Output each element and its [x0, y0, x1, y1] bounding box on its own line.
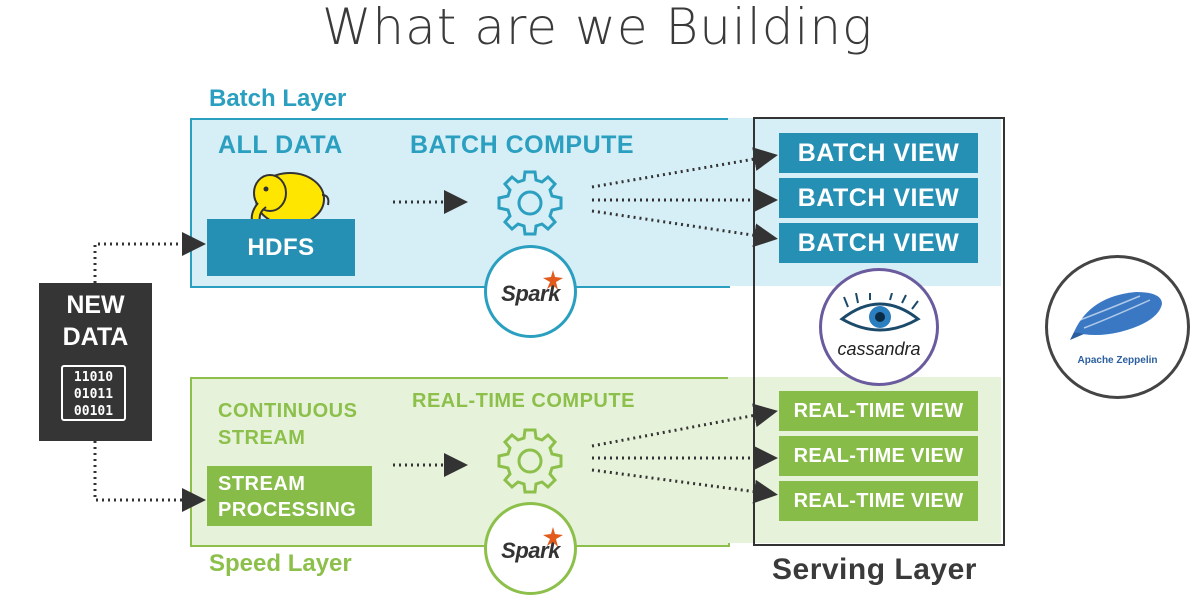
new-data-line2: DATA [62, 323, 129, 351]
zeppelin-airship-icon [1070, 292, 1162, 340]
realtime-gear-icon [497, 428, 563, 494]
new-data-box: NEW DATA 11010 01011 00101 [39, 283, 152, 441]
batch-compute-to-view3-arrow [591, 209, 778, 248]
cassandra-logo: cassandra [819, 268, 939, 386]
new-data-label: NEW DATA [39, 289, 152, 353]
new-data-line1: NEW [66, 291, 125, 319]
speed-layer-label: Speed Layer [209, 550, 352, 577]
realtime-compute-to-view1-arrow [591, 403, 778, 448]
spark-star-icon [543, 270, 563, 290]
realtime-view-1: REAL-TIME VIEW [779, 391, 978, 431]
stream-processing-line1: STREAM [218, 473, 306, 495]
page-title: What are we Building [321, 0, 874, 56]
serving-layer-label: Serving Layer [772, 553, 977, 586]
stream-processing-line2: PROCESSING [218, 499, 357, 521]
batch-compute-to-view1-arrow [591, 147, 778, 189]
serving-layer-box [753, 117, 1005, 546]
batch-gear-icon [497, 170, 563, 236]
spark-logo-speed: Spark [484, 502, 577, 595]
batch-view-3: BATCH VIEW [779, 223, 978, 263]
cassandra-logo-text: cassandra [837, 339, 921, 359]
stream-processing-box: STREAM PROCESSING [207, 466, 372, 526]
batch-view-2: BATCH VIEW [779, 178, 978, 218]
new-data-to-hdfs-arrow [93, 232, 206, 283]
continuous-stream-heading: CONTINUOUS STREAM [218, 398, 357, 452]
batch-view-1: BATCH VIEW [779, 133, 978, 173]
binary-row-2: 01011 [73, 387, 114, 402]
spark-logo-batch: Spark [484, 245, 577, 338]
realtime-view-3: REAL-TIME VIEW [779, 481, 978, 521]
continuous-stream-line1: CONTINUOUS [218, 400, 358, 422]
binary-data-icon: 11010 01011 00101 [61, 365, 126, 421]
hdfs-box: HDFS [207, 219, 355, 276]
cassandra-eye-icon [839, 293, 921, 332]
new-data-to-stream-arrow [93, 441, 206, 512]
batch-layer-label: Batch Layer [209, 85, 347, 112]
all-data-heading: ALL DATA [218, 131, 343, 159]
spark-star-icon [543, 527, 563, 547]
realtime-compute-to-view3-arrow [591, 468, 778, 504]
realtime-compute-heading: REAL-TIME COMPUTE [412, 390, 635, 412]
binary-row-3: 00101 [73, 404, 114, 419]
apache-zeppelin-logo: Apache Zeppelin [1045, 255, 1190, 399]
batch-compute-heading: BATCH COMPUTE [410, 131, 635, 159]
binary-row-1: 11010 [73, 370, 114, 385]
continuous-stream-line2: STREAM [218, 427, 306, 449]
realtime-view-2: REAL-TIME VIEW [779, 436, 978, 476]
apache-zeppelin-text: Apache Zeppelin [1077, 355, 1158, 366]
